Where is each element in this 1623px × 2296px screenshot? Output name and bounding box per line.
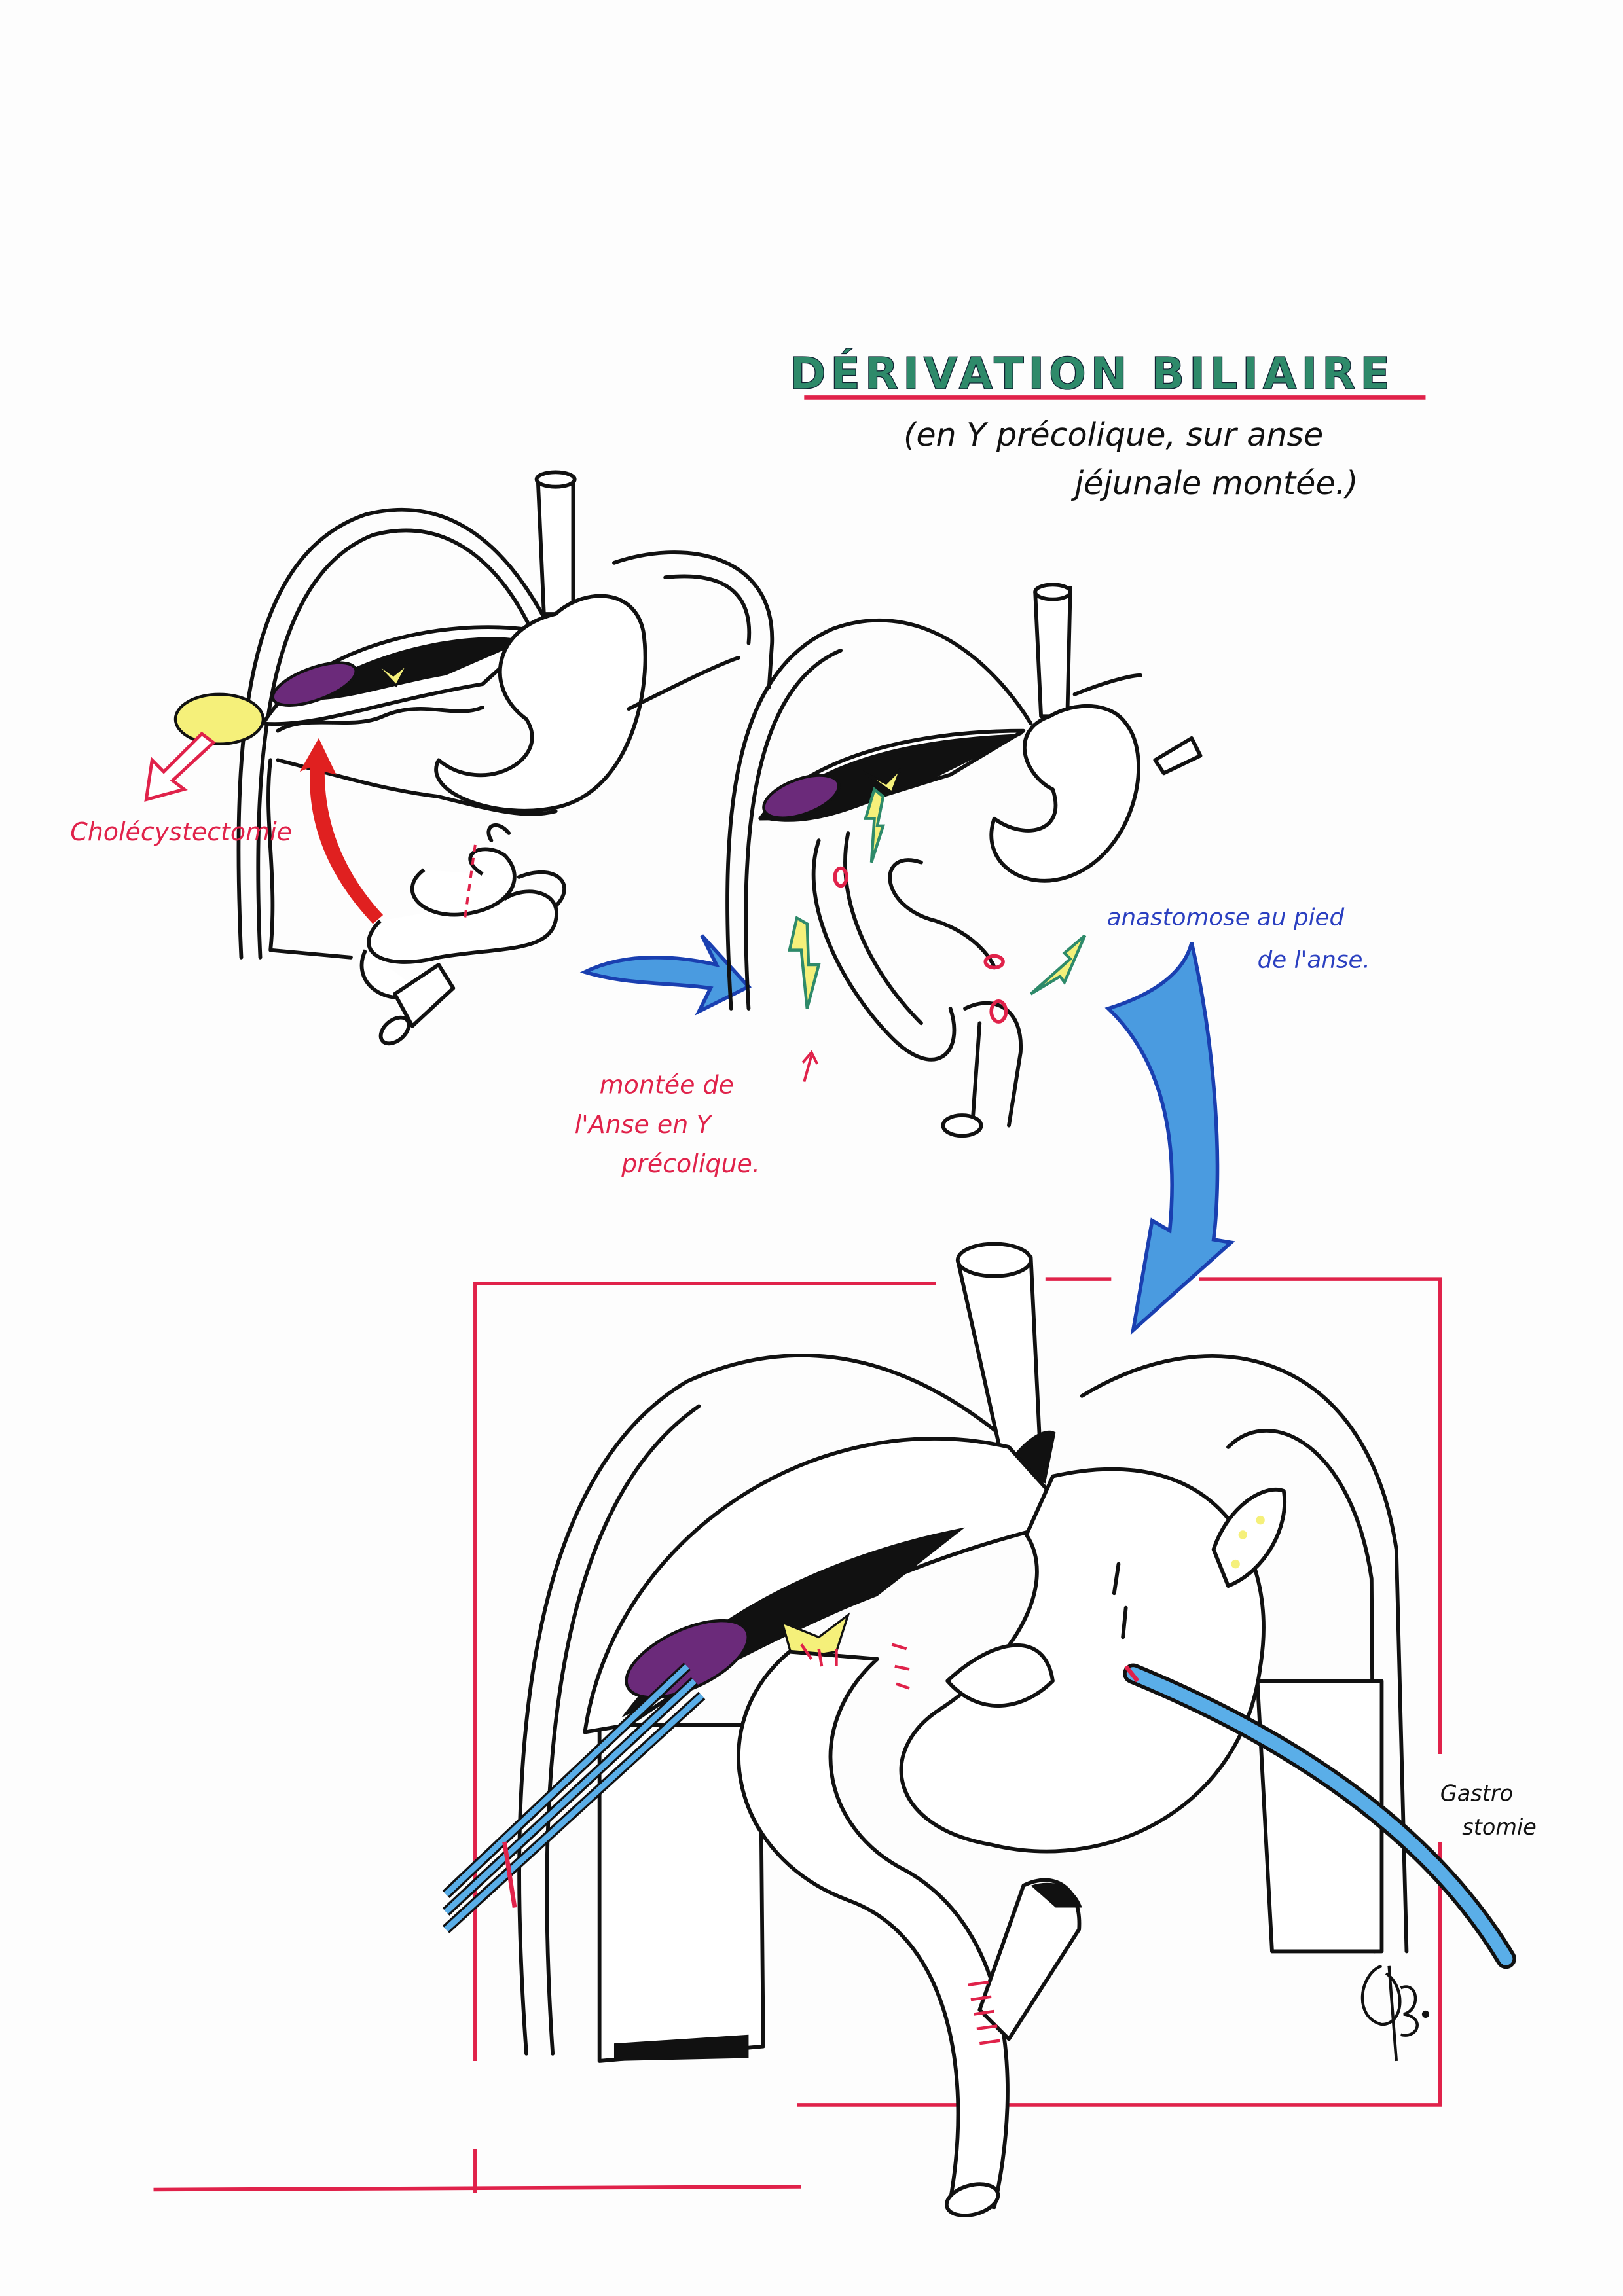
pancreas-result: [625, 1619, 750, 1699]
label-montee-3: précolique.: [621, 1149, 760, 1178]
label-gastrostomie-2: stomie: [1462, 1814, 1537, 1840]
subtitle-line-1: (en Y précolique, sur anse: [903, 416, 1323, 454]
transition-arrow-2: [1104, 942, 1235, 1335]
drain-tubes: [442, 1662, 706, 1933]
diagram-before: [144, 470, 775, 1046]
red-arrow: [299, 738, 384, 924]
title: DÉRIVATION BILIAIRE: [790, 348, 1395, 399]
subtitle-line-2: jéjunale montée.): [1070, 464, 1358, 502]
label-cholecystectomie: Cholécystectomie: [70, 817, 292, 846]
gallbladder: [173, 692, 265, 745]
label-anastomose-1: anastomose au pied: [1107, 905, 1345, 931]
pancreas: [271, 661, 357, 707]
gastrostomy-tube: [1126, 1667, 1513, 1965]
diagram-result: [442, 1242, 1516, 2217]
author-signature: [1360, 1964, 1430, 2062]
transition-arrow-1: [579, 934, 752, 1016]
label-montee-2: l'Anse en Y: [575, 1110, 714, 1139]
label-gastrostomie-1: Gastro: [1440, 1780, 1513, 1806]
bottom-line: [153, 2185, 801, 2192]
removal-arrow: [144, 731, 216, 802]
label-montee-1: montée de: [600, 1071, 734, 1100]
suture-marks: [800, 1643, 1000, 2045]
label-anastomose-2: de l'anse.: [1258, 946, 1370, 973]
result-frame: [473, 1277, 1442, 2193]
stomach: [434, 594, 647, 813]
diagram-middle: [725, 583, 1203, 1138]
